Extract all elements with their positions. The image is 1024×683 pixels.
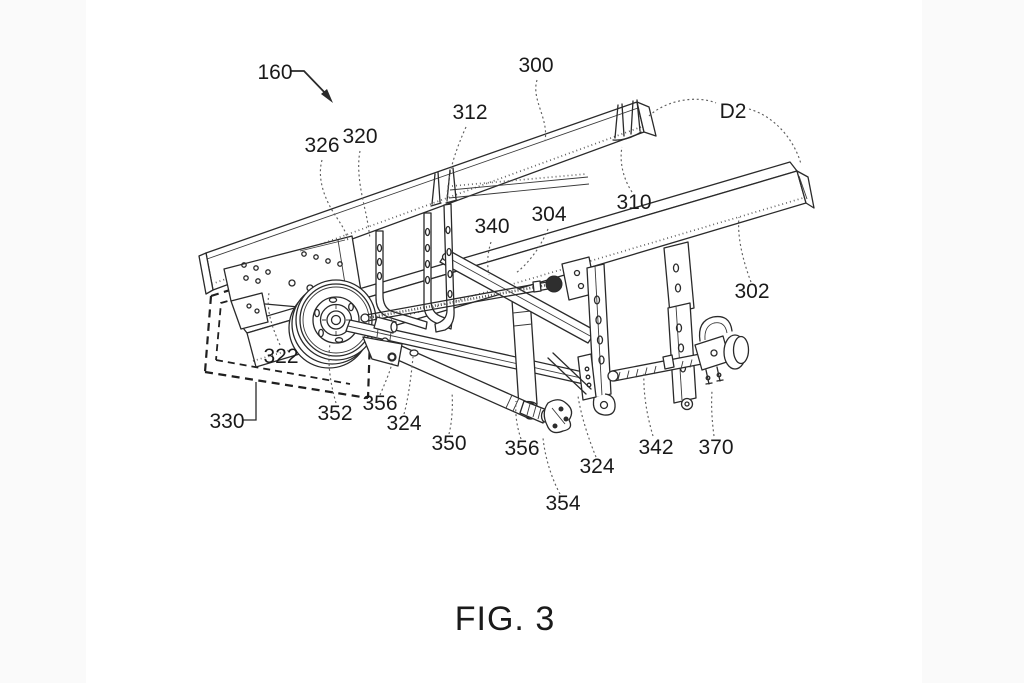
ref-label-300: 300 bbox=[518, 54, 553, 77]
track-link-drawing bbox=[547, 352, 592, 395]
frame-hanger-center-drawing bbox=[577, 263, 616, 416]
ref-label-324a: 324 bbox=[386, 412, 421, 435]
ref-label-350: 350 bbox=[431, 432, 466, 455]
ref-label-354: 354 bbox=[545, 492, 580, 515]
ref-label-322: 322 bbox=[263, 345, 298, 368]
ref-label-312: 312 bbox=[452, 101, 487, 124]
left-bushings-drawing bbox=[362, 316, 419, 367]
bracket-310-drawing bbox=[612, 99, 642, 141]
ref-label-160: 160 bbox=[257, 61, 292, 84]
left-margin-band bbox=[0, 0, 86, 683]
ref-label-320: 320 bbox=[342, 125, 377, 148]
leader-lines bbox=[243, 79, 802, 495]
center-bushings-drawing bbox=[519, 399, 573, 434]
ref-label-326: 326 bbox=[304, 134, 339, 157]
frame-hanger-right-drawing bbox=[663, 241, 697, 411]
ref-label-352: 352 bbox=[317, 402, 352, 425]
ref-label-324b: 324 bbox=[579, 455, 614, 478]
ref-label-304: 304 bbox=[531, 203, 566, 226]
bracket-312-drawing bbox=[430, 167, 458, 207]
ref-label-342: 342 bbox=[638, 436, 673, 459]
right-margin-band bbox=[922, 0, 1024, 683]
reference-labels: 160 300 312 D2 326 320 310 304 340 302 3… bbox=[209, 54, 769, 515]
ref-label-302: 302 bbox=[734, 280, 769, 303]
knuckle-370-drawing bbox=[694, 315, 750, 385]
ref-label-d2: D2 bbox=[720, 100, 747, 123]
ref-label-330: 330 bbox=[209, 410, 244, 433]
figure-caption: FIG. 3 bbox=[455, 600, 555, 638]
arrow-160 bbox=[291, 70, 333, 103]
ref-label-310: 310 bbox=[616, 191, 651, 214]
ref-label-356b: 356 bbox=[504, 437, 539, 460]
brake-drum-352-drawing bbox=[288, 279, 377, 369]
ref-label-370: 370 bbox=[698, 436, 733, 459]
ref-label-340: 340 bbox=[474, 215, 509, 238]
arrowhead-icon bbox=[321, 89, 333, 103]
ref-label-356a: 356 bbox=[362, 392, 397, 415]
